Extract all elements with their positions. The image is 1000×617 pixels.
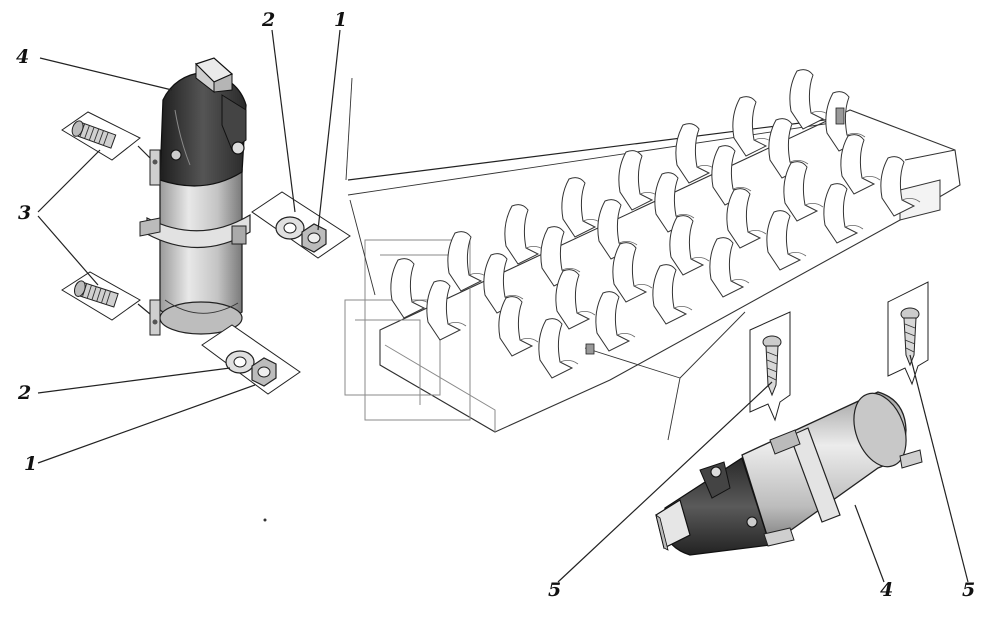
seat-cushion-edge: [616, 333, 636, 338]
seat-cushion-edge: [804, 203, 824, 208]
seat-backrest: [783, 161, 819, 222]
callout-bolt-group: 3: [18, 202, 31, 224]
seat-backrest: [498, 296, 534, 357]
seat-backrest: [768, 118, 804, 179]
seat-cushion-edge: [576, 311, 596, 316]
seat-backrest: [711, 145, 747, 206]
seat-backrest: [732, 96, 768, 157]
seat-cushion-edge: [846, 133, 866, 138]
seat-backrest: [483, 253, 519, 314]
seat-backrest: [880, 156, 916, 217]
seat-backrest: [595, 291, 631, 352]
bolt-upper: [61, 111, 151, 161]
seat-cushion-edge: [732, 187, 752, 192]
seat-backrest: [618, 150, 654, 211]
callout-extinguisher-right: 4: [880, 579, 893, 601]
callout-screw-right: 5: [962, 579, 975, 601]
callout-extinguisher-left: 4: [16, 46, 29, 68]
seat-cushion-edge: [747, 230, 767, 235]
seat-backrest: [597, 199, 633, 260]
seat-backrest: [555, 269, 591, 330]
seat-cushion-edge: [901, 198, 921, 203]
seat-backrest: [426, 280, 462, 341]
screw-right: [887, 281, 929, 386]
washer-nut-upper: [251, 191, 351, 259]
seat-backrest: [840, 134, 876, 195]
seat-backrest: [447, 231, 483, 292]
seat-backrest: [561, 177, 597, 238]
callout-washer-top: 2: [261, 9, 275, 31]
seat-cushion-edge: [675, 214, 695, 219]
seat-backrest: [540, 226, 576, 287]
callout-nut-bottom: 1: [24, 453, 37, 475]
washer-nut-lower: [201, 324, 301, 395]
seat-cushion-edge: [844, 225, 864, 230]
seat-cushion-edge: [730, 279, 750, 284]
seat-cushion-edge: [789, 160, 809, 165]
seat-cushion-edge: [673, 306, 693, 311]
screw-left: [749, 311, 791, 422]
extinguisher-right: [655, 391, 923, 556]
seat-backrest: [390, 258, 426, 319]
callout-nut-top: 1: [334, 9, 347, 31]
extinguisher-left: [139, 57, 251, 336]
callout-screw-left: 5: [548, 579, 561, 601]
seat-backrest: [538, 318, 574, 379]
seat-cushion-edge: [861, 176, 881, 181]
seat-backrest: [654, 172, 690, 233]
seat-cushion-edge: [787, 252, 807, 257]
leader-lines: [37, 29, 969, 583]
seat-backrest: [709, 237, 745, 298]
seat-cushion-edge: [559, 360, 579, 365]
seat-cushion-edge: [561, 268, 581, 273]
seat-frame-assembly: [344, 69, 961, 441]
seat-backrest: [504, 204, 540, 265]
seat-rows: [390, 69, 921, 379]
seat-backrest: [612, 242, 648, 303]
seat-cushion-edge: [447, 322, 467, 327]
seat-backrest: [675, 123, 711, 184]
seat-backrest: [789, 69, 825, 130]
callout-washer-bottom: 2: [17, 382, 31, 404]
seat-backrest: [823, 183, 859, 244]
seat-backrest: [669, 215, 705, 276]
seat-backrest: [652, 264, 688, 325]
seat-cushion-edge: [633, 284, 653, 289]
seat-backrest: [726, 188, 762, 249]
bolt-lower: [61, 271, 151, 321]
seat-cushion-edge: [690, 257, 710, 262]
seat-cushion-edge: [504, 295, 524, 300]
seat-cushion-edge: [618, 241, 638, 246]
seat-cushion-edge: [519, 338, 539, 343]
seat-backrest: [766, 210, 802, 271]
